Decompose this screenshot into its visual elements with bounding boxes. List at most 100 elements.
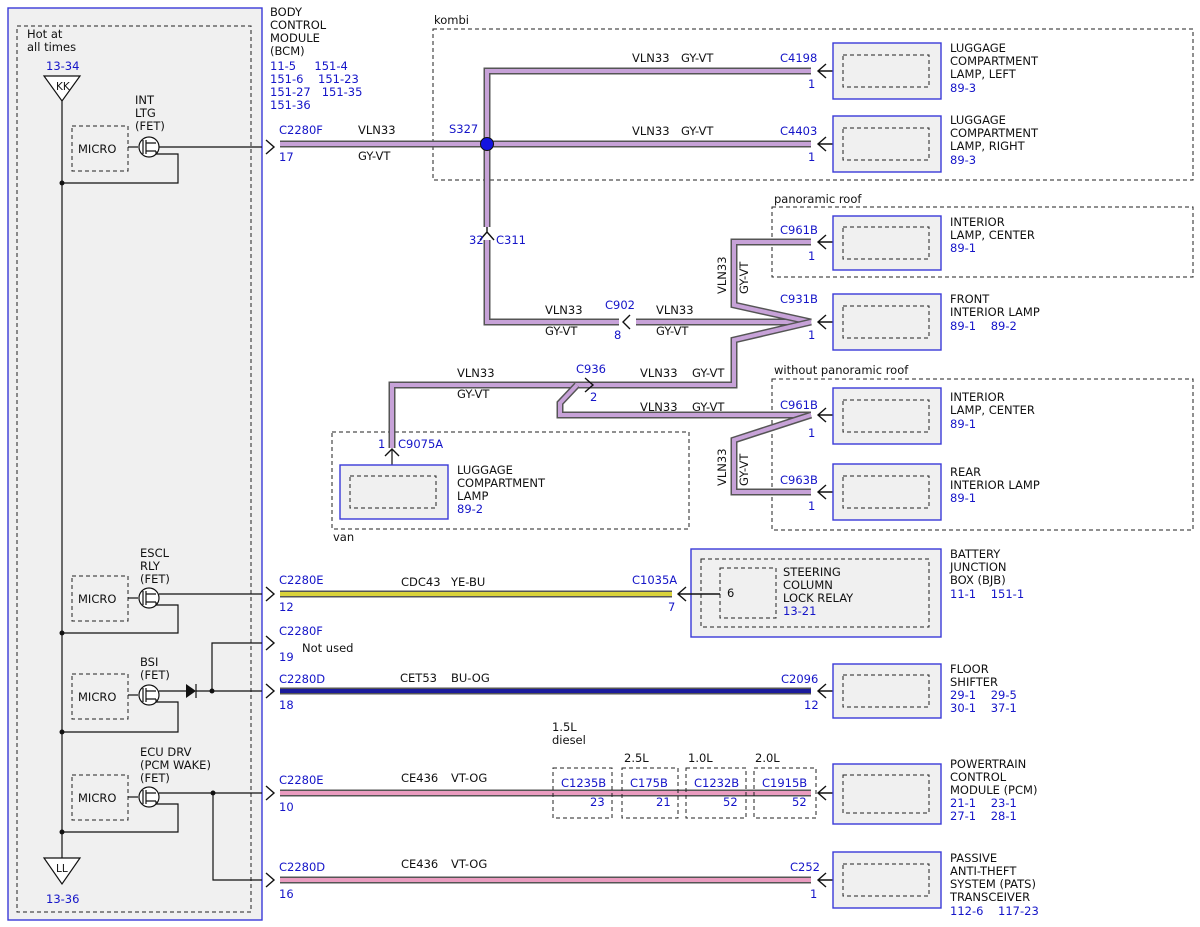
- color-label: GY-VT: [692, 366, 725, 380]
- svg-text:SYSTEM (PATS): SYSTEM (PATS): [950, 877, 1036, 891]
- bcm-refs-2: 151-6 151-23: [270, 72, 359, 86]
- svg-text:29-1 29-5: 29-1 29-5: [950, 688, 1017, 702]
- variant-label: 1.0L: [688, 751, 713, 765]
- wire-escl: C2280E 12 CDC43 YE-BU C1035A 7: [279, 573, 720, 614]
- svg-text:CONTROL: CONTROL: [950, 770, 1007, 784]
- component-front-interior: FRONT INTERIOR LAMP 89-1 89-2: [832, 292, 1040, 351]
- svg-text:12: 12: [279, 600, 294, 614]
- svg-text:27-1 28-1: 27-1 28-1: [950, 809, 1017, 823]
- pin-label: 8: [614, 328, 621, 342]
- svg-text:89-1: 89-1: [950, 241, 976, 255]
- svg-text:89-1: 89-1: [950, 417, 976, 431]
- fet-label: (FET): [140, 668, 170, 682]
- svg-text:VT-OG: VT-OG: [451, 771, 487, 785]
- svg-text:18: 18: [279, 698, 294, 712]
- conn-label: C936: [576, 362, 606, 376]
- micro-label: MICRO: [78, 142, 116, 156]
- zone-panoramic-label: panoramic roof: [774, 192, 862, 206]
- svg-text:ANTI-THEFT: ANTI-THEFT: [950, 864, 1017, 878]
- c311-chevron: [479, 227, 495, 241]
- svg-text:11-1 151-1: 11-1 151-1: [950, 587, 1024, 601]
- svg-text:12: 12: [804, 698, 819, 712]
- variant-conn: C175B: [630, 776, 668, 790]
- color-label: GY-VT: [681, 51, 714, 65]
- svg-text:LAMP, CENTER: LAMP, CENTER: [950, 403, 1035, 417]
- svg-text:112-6 117-23: 112-6 117-23: [950, 904, 1039, 918]
- svg-text:INTERIOR LAMP: INTERIOR LAMP: [950, 478, 1040, 492]
- conn-label: C963B: [780, 473, 818, 487]
- svg-text:LAMP: LAMP: [457, 489, 488, 503]
- color-label: GY-VT: [737, 261, 751, 294]
- splice-s327-icon: [480, 137, 494, 151]
- svg-text:89-1: 89-1: [950, 491, 976, 505]
- pin-label: 17: [279, 150, 294, 164]
- variant-pin: 21: [656, 795, 671, 809]
- conn-label: C902: [605, 298, 635, 312]
- micro-label: MICRO: [78, 690, 116, 704]
- micro-box: [71, 673, 129, 720]
- svg-text:COMPARTMENT: COMPARTMENT: [950, 54, 1039, 68]
- kk-terminal-icon: [42, 75, 82, 103]
- variant-box: [552, 767, 613, 819]
- svg-text:CET53: CET53: [400, 671, 437, 685]
- bcm-refs-1: 11-5 151-4: [270, 59, 348, 73]
- circuit-label: VLN33: [632, 51, 670, 65]
- conn-label: C2280F: [279, 123, 323, 137]
- svg-text:STEERING: STEERING: [783, 565, 841, 579]
- circuit-label: VLN33: [656, 303, 694, 317]
- zone-kombi: [432, 28, 1194, 181]
- zone-without-panoramic-label: without panoramic roof: [774, 363, 909, 377]
- fet-label: LTG: [135, 106, 156, 120]
- color-label: GY-VT: [692, 400, 725, 414]
- variant-label: diesel: [552, 733, 586, 747]
- svg-text:C2280D: C2280D: [279, 860, 325, 874]
- kk-label: KK: [56, 81, 71, 93]
- fet-ecu-drv: ECU DRV (PCM WAKE) (FET) MICRO: [59, 745, 262, 881]
- variant-label: 1.5L: [552, 720, 577, 734]
- fet-bsi: BSI (FET) MICRO: [59, 642, 262, 735]
- svg-text:COLUMN: COLUMN: [783, 578, 833, 592]
- pin-label: 1: [808, 426, 815, 440]
- component-lamp-left: LUGGAGE COMPARTMENT LAMP, LEFT 89-3: [832, 41, 1039, 100]
- svg-text:C252: C252: [790, 860, 820, 874]
- fet-label: INT: [135, 93, 155, 107]
- variant-label: 2.5L: [624, 751, 649, 765]
- bcm-title-3: MODULE: [270, 31, 320, 45]
- svg-text:7: 7: [668, 600, 675, 614]
- pin-label: 1: [808, 77, 815, 91]
- c902-chevron: [622, 314, 631, 330]
- ll-terminal-icon: [42, 857, 82, 886]
- bcm-refs-3: 151-27 151-35: [270, 85, 362, 99]
- ll-label: LL: [56, 863, 68, 875]
- component-luggage-van: LUGGAGE COMPARTMENT LAMP 89-2: [339, 463, 546, 520]
- fet-label: (PCM WAKE): [140, 758, 211, 772]
- svg-text:CE436: CE436: [401, 857, 438, 871]
- circuit-label: VLN33: [640, 366, 678, 380]
- component-rear-interior: REAR INTERIOR LAMP 89-1: [832, 463, 1040, 521]
- svg-text:JUNCTION: JUNCTION: [949, 560, 1007, 574]
- fet-escl-rly: ESCL RLY (FET) MICRO: [59, 546, 262, 636]
- variant-box: [685, 767, 747, 819]
- svg-text:21-1 23-1: 21-1 23-1: [950, 796, 1017, 810]
- pin-label: 1: [808, 150, 815, 164]
- svg-text:19: 19: [279, 650, 294, 664]
- fet-label: (FET): [135, 119, 165, 133]
- svg-text:BATTERY: BATTERY: [950, 547, 1001, 561]
- circuit-label: VLN33: [545, 303, 583, 317]
- wire-not-used: C2280F 19 Not used: [279, 624, 353, 664]
- zone-kombi-label: kombi: [434, 13, 469, 27]
- zones: kombi panoramic roof without panoramic r…: [331, 13, 1194, 544]
- svg-text:89-2: 89-2: [457, 502, 483, 516]
- variant-pin: 52: [723, 795, 738, 809]
- c936-chevron: [584, 377, 595, 393]
- fet-label: ECU DRV: [140, 745, 192, 759]
- wire-bsi: C2280D 18 CET53 BU-OG C2096 12: [279, 671, 819, 712]
- svg-text:LAMP, CENTER: LAMP, CENTER: [950, 228, 1035, 242]
- svg-text:30-1 37-1: 30-1 37-1: [950, 701, 1017, 715]
- gy-vt-wiring: [280, 67, 813, 496]
- svg-text:C2280E: C2280E: [279, 573, 324, 587]
- svg-text:CDC43: CDC43: [401, 575, 441, 589]
- svg-text:INTERIOR LAMP: INTERIOR LAMP: [950, 305, 1040, 319]
- variant-pin: 23: [590, 795, 605, 809]
